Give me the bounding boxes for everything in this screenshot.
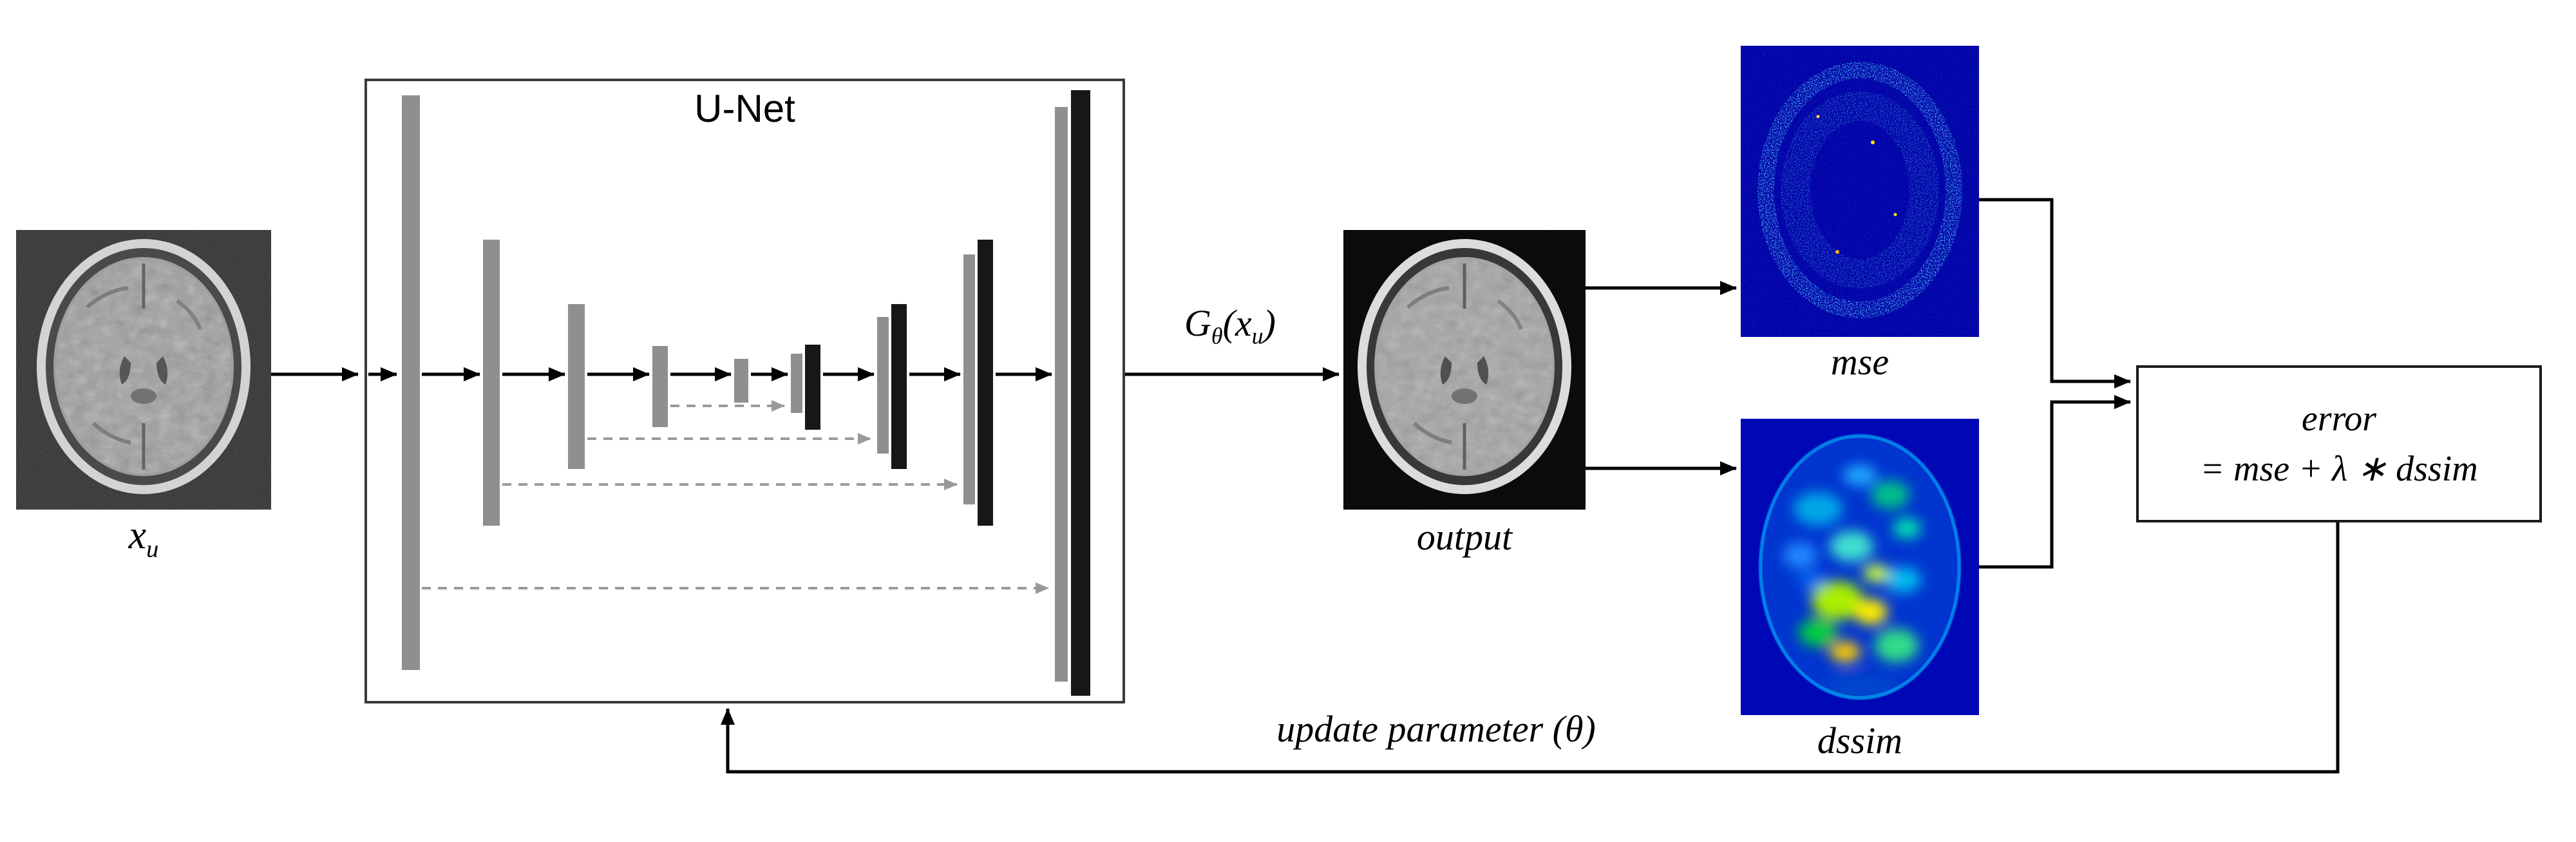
unet-title: U-Net xyxy=(694,87,795,130)
denoised-brain-scan xyxy=(1343,230,1586,510)
mse-residual-map xyxy=(1741,46,1979,337)
solid-arrows xyxy=(271,198,2340,774)
output-brain-image xyxy=(1343,230,1586,510)
dssim-similarity-map xyxy=(1741,419,1979,715)
noisy-brain-scan xyxy=(16,230,271,510)
encoder-bar-4 xyxy=(652,346,668,427)
feedback-label: update parameter (θ) xyxy=(1276,708,1596,750)
decoder-skip-bar-3 xyxy=(963,254,975,504)
input-label: xu xyxy=(128,513,159,563)
encoder-bar-3 xyxy=(568,304,585,469)
error-line1: error xyxy=(2301,398,2377,439)
line-dssim-to-error xyxy=(1979,395,2131,569)
mse-label: mse xyxy=(1830,341,1889,383)
decoder-bar-4 xyxy=(1071,90,1090,696)
output-label: output xyxy=(1416,516,1513,558)
feedback-line xyxy=(721,522,2340,774)
transform-label: Gθ(xu) xyxy=(1184,302,1276,349)
mse-map-image xyxy=(1741,46,1979,337)
error-line2: = mse + λ ∗ dssim xyxy=(2200,449,2478,489)
decoder-skip-bar-4 xyxy=(1055,107,1068,682)
encoder-bar-1 xyxy=(402,95,420,670)
decoder-bar-1 xyxy=(805,345,820,430)
decoder-bar-2 xyxy=(891,304,907,469)
skip-connections xyxy=(422,400,1049,594)
decoder-bar-3 xyxy=(978,240,993,526)
dssim-label: dssim xyxy=(1817,720,1903,761)
error-box: error = mse + λ ∗ dssim xyxy=(2136,365,2542,522)
decoder-skip-bar-2 xyxy=(877,317,889,454)
line-mse-to-error xyxy=(1979,198,2131,388)
decoder-skip-bar-1 xyxy=(791,354,802,413)
bottleneck-bar xyxy=(734,359,748,403)
input-brain-image xyxy=(16,230,271,510)
encoder-bar-2 xyxy=(483,240,500,526)
dssim-map-image xyxy=(1741,419,1979,715)
